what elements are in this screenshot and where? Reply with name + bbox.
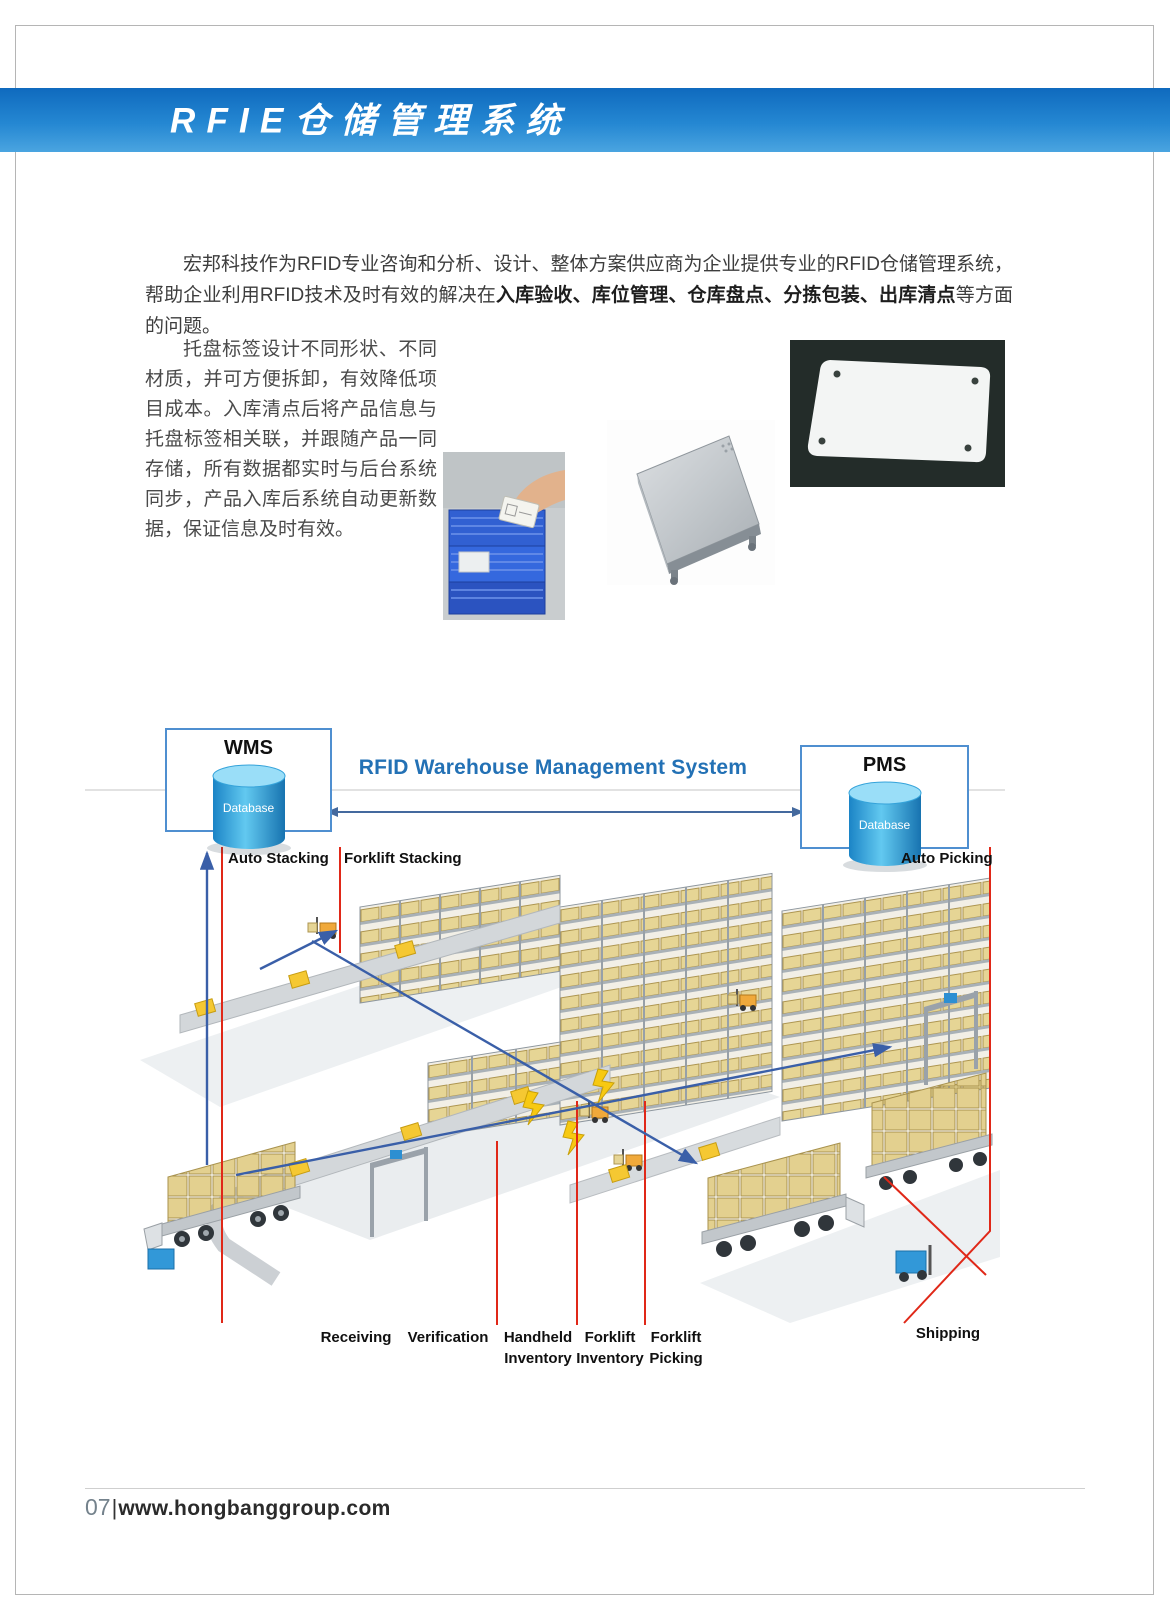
wms-node: WMS Database (165, 728, 332, 855)
label-verification: Verification (402, 1327, 494, 1348)
tote-boxes (194, 940, 721, 1183)
page-footer: 07|www.hongbanggroup.com (85, 1488, 1085, 1521)
wms-database-icon: Database (203, 760, 295, 856)
label-line: Receiving (320, 1329, 392, 1346)
label-line: Shipping (915, 1325, 981, 1342)
diagram-title: RFID Warehouse Management System (358, 756, 748, 779)
footer-divider: | (111, 1495, 118, 1520)
page-border (15, 25, 1154, 1595)
label-line: Handheld (503, 1329, 573, 1346)
label-line: Picking (649, 1350, 703, 1367)
wms-label: WMS (224, 737, 273, 759)
flow-arrows (199, 850, 893, 1177)
label-handheld-inventory: Handheld Inventory (498, 1327, 578, 1369)
label-receiving: Receiving (314, 1327, 398, 1348)
arrow-left-icon (326, 807, 338, 817)
zone-boundary-lines (221, 847, 991, 1325)
footer-url: www.hongbanggroup.com (118, 1497, 391, 1520)
photo-crate-tagging (443, 452, 565, 620)
pms-database-icon: Database (839, 777, 931, 873)
header-band: RFIE仓储管理系统 (0, 88, 1170, 152)
label-line: Inventory (504, 1350, 572, 1367)
label-auto-picking: Auto Picking (901, 850, 993, 867)
rack-block (359, 872, 991, 1138)
label-line: Forklift (650, 1329, 702, 1346)
warehouse-illustration (140, 847, 1000, 1325)
label-auto-stacking: Auto Stacking (228, 850, 329, 867)
label-forklift-picking: Forklift Picking (642, 1327, 710, 1369)
crate-photo-illustration (443, 452, 565, 620)
forklift-blue-icon (895, 1245, 932, 1282)
photo-rfid-antenna (607, 420, 775, 585)
intro-paragraph: 宏邦科技作为RFID专业咨询和分析、设计、整体方案供应商为企业提供专业的RFID… (145, 249, 1013, 342)
wms-database-label: Database (222, 801, 275, 815)
page-number: 07 (85, 1494, 111, 1520)
label-forklift-stacking: Forklift Stacking (344, 850, 462, 867)
pms-database-label: Database (858, 818, 911, 832)
label-line: Inventory (576, 1350, 644, 1367)
label-shipping: Shipping (906, 1323, 990, 1344)
pms-label: PMS (862, 754, 907, 776)
intro-text: 宏邦科技作为RFID专业咨询和分析、设计、整体方案供应商为企业提供专业的RFID… (145, 254, 1013, 306)
arrow-right-icon (792, 807, 804, 817)
page-title: RFIE仓储管理系统 (170, 101, 572, 141)
label-line: Forklift (584, 1329, 636, 1346)
label-forklift-inventory: Forklift Inventory (576, 1327, 644, 1369)
rfid-gantry (370, 991, 978, 1237)
plate-photo-illustration (790, 340, 1005, 487)
antenna-photo-illustration (607, 420, 775, 585)
pallet-tag-paragraph: 托盘标签设计不同形状、不同材质，并可方便拆卸，有效降低项目成本。入库清点后将产品… (145, 339, 437, 540)
label-line: Verification (407, 1329, 489, 1346)
intro-tail: 等方面的问题。 (145, 285, 1013, 337)
rfid-tag-card (498, 495, 540, 529)
intro-keywords: 入库验收、库位管理、仓库盘点、分拣包装、出库清点 (495, 285, 956, 306)
truck-right (701, 1072, 993, 1257)
truck-left (143, 1141, 301, 1270)
pms-node: PMS Database (800, 745, 969, 872)
photo-metal-tag-plate (790, 340, 1005, 487)
